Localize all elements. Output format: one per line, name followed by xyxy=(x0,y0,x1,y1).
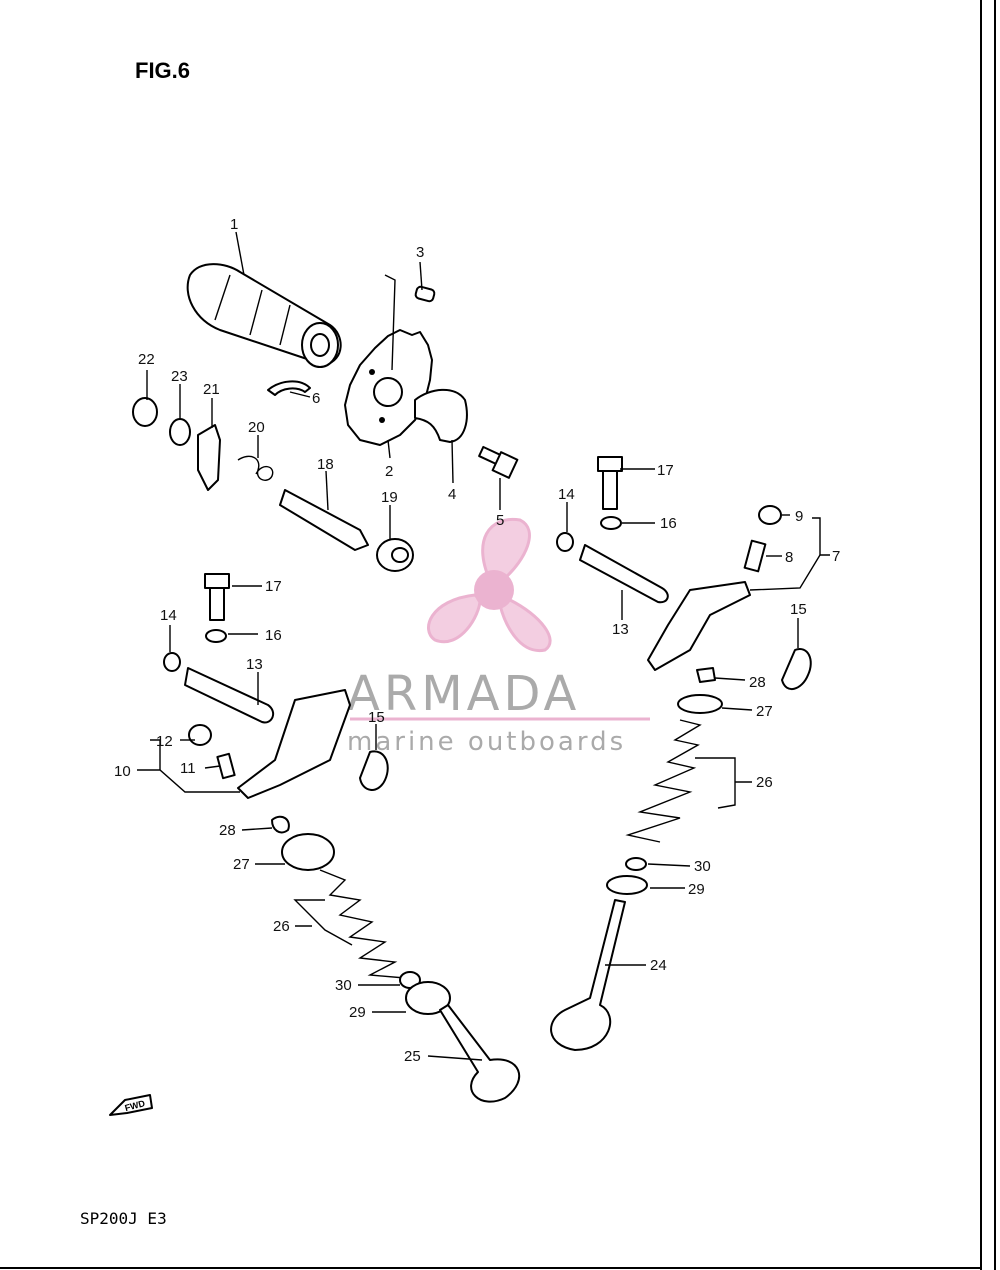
callout-29-left: 29 xyxy=(349,1004,366,1021)
spring-retainer-part-27-left xyxy=(281,833,335,871)
callout-4: 4 xyxy=(448,486,456,503)
oring-part-14-left xyxy=(163,652,181,672)
clip-part xyxy=(267,380,311,396)
callout-10: 10 xyxy=(114,763,131,780)
callout-18: 18 xyxy=(317,456,334,473)
valve-part-24 xyxy=(550,899,626,1051)
washer-part-23 xyxy=(169,418,191,446)
callout-6: 6 xyxy=(312,390,320,407)
gasket-part-15-right xyxy=(781,648,812,690)
spring-seat-part-29-left xyxy=(405,981,451,1015)
callout-16-left: 16 xyxy=(265,627,282,644)
callout-22: 22 xyxy=(138,351,155,368)
callout-19: 19 xyxy=(381,489,398,506)
bolt-part-5 xyxy=(478,445,519,479)
armada-logo-watermark: ARMADA marine outboards xyxy=(347,517,650,757)
callout-13-left: 13 xyxy=(246,656,263,673)
shaft-part-18 xyxy=(279,489,369,551)
bearing-part-19 xyxy=(376,538,414,572)
sprocket-plate-part xyxy=(414,388,468,443)
callout-23: 23 xyxy=(171,368,188,385)
figure-title: FIG.6 xyxy=(135,58,190,83)
camshaft-part xyxy=(186,263,342,368)
callout-30-right: 30 xyxy=(694,858,711,875)
callout-20: 20 xyxy=(248,419,265,436)
callout-9: 9 xyxy=(795,508,803,525)
nut-part-12 xyxy=(188,724,212,746)
adjust-screw-part-11 xyxy=(216,752,236,780)
spring-seat-part-29-right xyxy=(606,875,648,895)
nut-part-22 xyxy=(132,397,158,427)
callout-1: 1 xyxy=(230,216,238,233)
callout-14-left: 14 xyxy=(160,607,177,624)
oring-part-14-right xyxy=(556,532,574,552)
rocker-arm-part-7 xyxy=(647,581,751,671)
callout-25: 25 xyxy=(404,1048,421,1065)
valve-spring-part-26-left xyxy=(319,869,406,979)
callout-21: 21 xyxy=(203,381,220,398)
bolt-part-17-left xyxy=(204,573,230,621)
callout-27-left: 27 xyxy=(233,856,250,873)
callout-28-left: 28 xyxy=(219,822,236,839)
valve-part-25 xyxy=(439,1004,521,1103)
callout-26-right: 26 xyxy=(756,774,773,791)
footer-code: SP200J E3 xyxy=(80,1209,167,1228)
callout-15-right: 15 xyxy=(790,601,807,618)
callout-7: 7 xyxy=(832,548,840,565)
rocker-shaft-part-13-right xyxy=(579,544,669,604)
callout-17-left: 17 xyxy=(265,578,282,595)
callout-26-left: 26 xyxy=(273,918,290,935)
callout-16-right: 16 xyxy=(660,515,677,532)
adjust-screw-part-8 xyxy=(743,539,767,573)
propeller-icon xyxy=(427,517,552,652)
seal-part-30-right xyxy=(625,857,647,871)
callout-14-right: 14 xyxy=(558,486,575,503)
spring-retainer-part-27-right xyxy=(677,694,723,714)
nut-part-9 xyxy=(758,505,782,525)
watermark-tagline: marine outboards xyxy=(347,727,626,757)
washer-part-16-right xyxy=(600,516,622,530)
callout-27-right: 27 xyxy=(756,703,773,720)
leader-lines xyxy=(137,231,830,1061)
gasket-part-15-left xyxy=(359,750,389,791)
callout-11: 11 xyxy=(180,760,196,777)
callout-24: 24 xyxy=(650,957,667,974)
spring-part-20 xyxy=(237,455,274,481)
callout-8: 8 xyxy=(785,549,793,566)
callout-15-left: 15 xyxy=(368,709,385,726)
callout-3: 3 xyxy=(416,244,424,261)
fwd-arrow-icon: FWD xyxy=(109,1094,153,1116)
callout-12: 12 xyxy=(156,733,173,750)
callout-5: 5 xyxy=(496,512,504,529)
washer-part-16-left xyxy=(205,629,227,643)
bracket-part-21 xyxy=(197,424,221,491)
cotter-part-28-left xyxy=(271,815,290,834)
callout-30-left: 30 xyxy=(335,977,352,994)
dowel-pin-part xyxy=(414,285,436,303)
callout-28-right: 28 xyxy=(749,674,766,691)
callout-2: 2 xyxy=(385,463,393,480)
cotter-part-28-right xyxy=(696,667,716,683)
callout-labels: 1 2 3 4 5 6 7 8 9 10 11 12 13 13 14 14 1… xyxy=(114,216,840,1065)
rocker-arm-part-10 xyxy=(237,689,351,799)
callout-13-right: 13 xyxy=(612,621,629,638)
watermark-brand: ARMADA xyxy=(347,666,580,722)
valve-spring-part-26-right xyxy=(625,719,702,843)
bolt-part-17-right xyxy=(597,456,623,510)
callout-29-right: 29 xyxy=(688,881,705,898)
rocker-shaft-part-13-left xyxy=(184,667,275,724)
callout-17-right: 17 xyxy=(657,462,674,479)
cam-sprocket-part xyxy=(344,329,433,446)
